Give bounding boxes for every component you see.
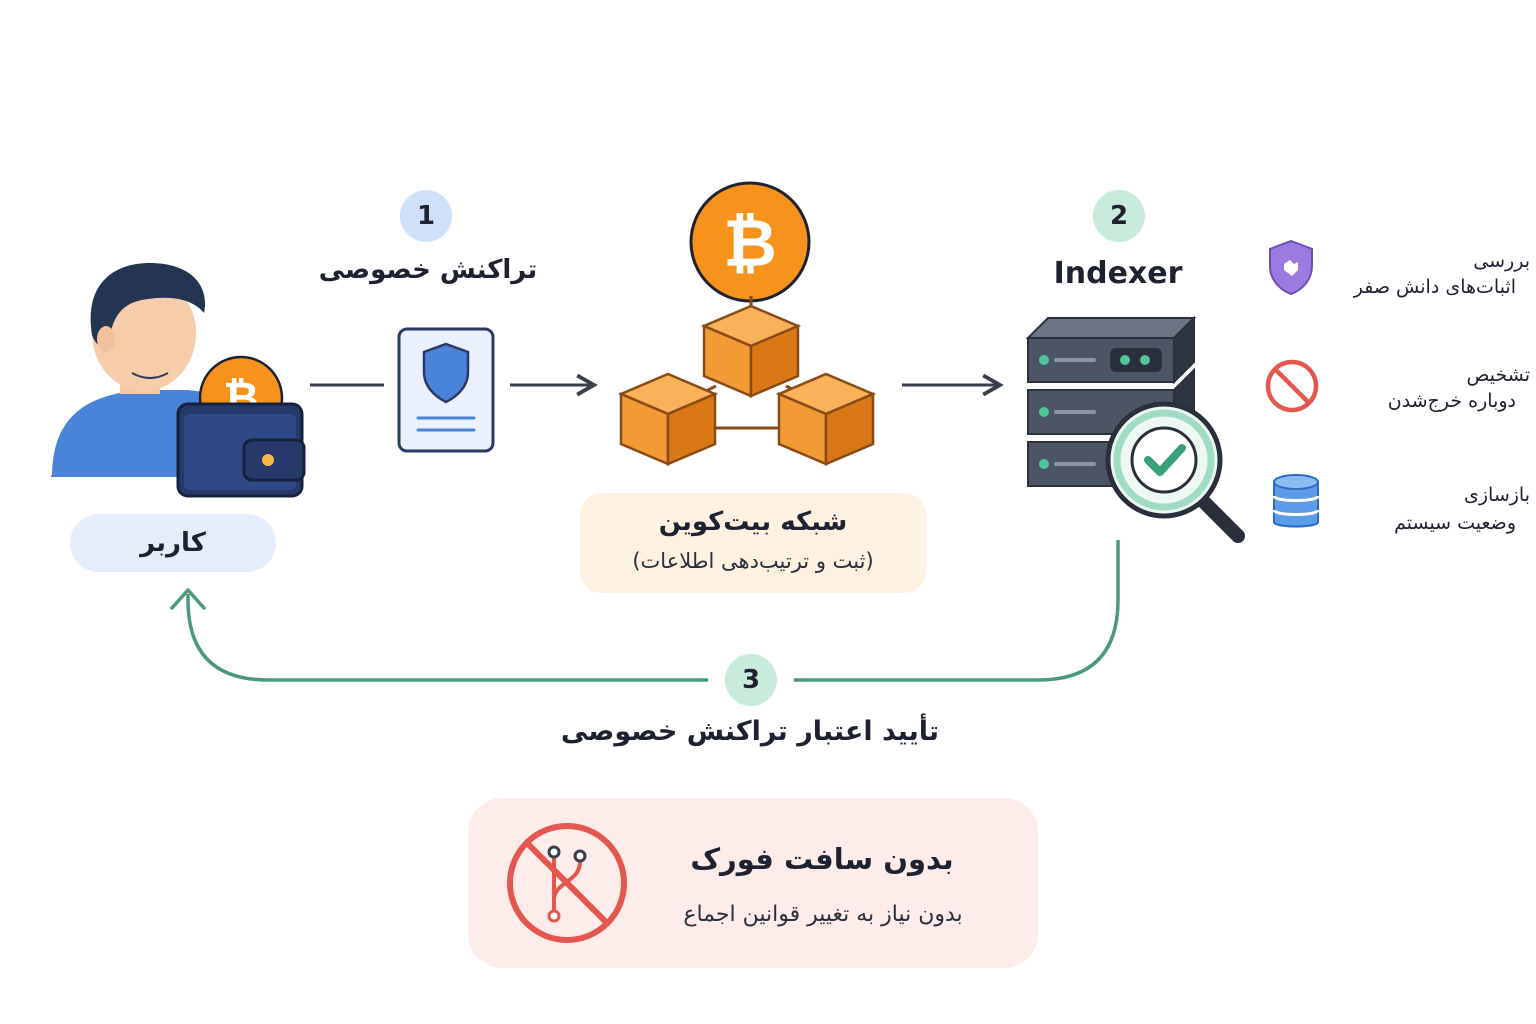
user-label-panel: کاربر [70, 514, 276, 572]
no-soft-fork-panel: بدون سافت فورک بدون نیاز به تغییر قوانین… [468, 798, 1038, 968]
return-path [794, 540, 1120, 682]
no-fork-title: بدون سافت فورک [690, 842, 954, 876]
svg-text:₿: ₿ [723, 205, 777, 282]
feature-zk-proof: بررسی اثبات‌های دانش صفر [1262, 238, 1532, 302]
network-subtitle: (ثبت و ترتیب‌دهی اطلاعات) [632, 549, 874, 573]
block-top [700, 304, 802, 398]
feature-double-spend: تشخیص دوباره خرج‌شدن [1262, 356, 1532, 420]
network-bitcoin-coin: ₿ [688, 180, 812, 304]
step-2-badge: 2 [1093, 190, 1145, 242]
feature-double-spend-line1: تشخیص [1466, 364, 1530, 386]
magnifier-check-icon [1102, 398, 1252, 550]
feature-state-rebuild: بازسازی وضعیت سیستم [1262, 470, 1532, 534]
feature-zk-proof-line1: بررسی [1473, 250, 1530, 272]
private-transaction-document-icon [396, 326, 496, 454]
wallet-icon [176, 400, 306, 500]
user-figure [48, 255, 313, 505]
network-title: شبکه بیت‌کوین [658, 507, 848, 537]
return-arrowhead [170, 588, 206, 610]
block-right [775, 372, 877, 466]
no-fork-icon [507, 823, 627, 943]
feature-double-spend-line2: دوباره خرج‌شدن [1387, 390, 1516, 412]
step-3-number: 3 [741, 665, 761, 695]
step-1-number: 1 [416, 201, 436, 231]
step-3-label: تأیید اعتبار تراکنش خصوصی [560, 716, 940, 747]
feature-state-rebuild-line2: وضعیت سیستم [1394, 512, 1516, 534]
prohibited-icon [1265, 359, 1319, 413]
step-2-number: 2 [1109, 201, 1129, 231]
step-3-badge: 3 [725, 654, 777, 706]
blockchain-blocks-icon [616, 296, 886, 486]
step-1-badge: 1 [400, 190, 452, 242]
shield-icon [1269, 239, 1313, 296]
return-path-left [186, 594, 708, 682]
block-left [617, 372, 719, 466]
indexer-label: Indexer [1053, 256, 1183, 291]
feature-state-rebuild-line1: بازسازی [1463, 484, 1530, 506]
no-fork-subtitle: بدون نیاز به تغییر قوانین اجماع [683, 902, 963, 927]
network-label-panel: شبکه بیت‌کوین (ثبت و ترتیب‌دهی اطلاعات) [580, 493, 926, 593]
user-label: کاربر [140, 528, 206, 558]
step-1-label: تراکنش خصوصی [318, 255, 538, 285]
database-icon [1272, 474, 1320, 528]
feature-zk-proof-line2: اثبات‌های دانش صفر [1353, 276, 1516, 298]
